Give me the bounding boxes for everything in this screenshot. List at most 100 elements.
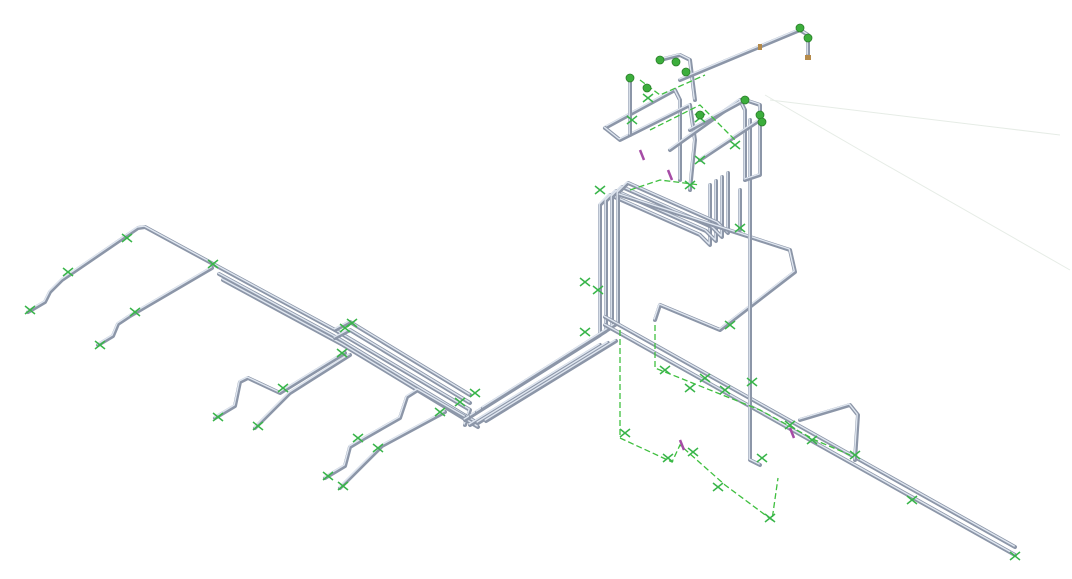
pipe-fitting-icon (684, 383, 696, 393)
valve-icon (795, 23, 805, 33)
pipe-segment (468, 343, 602, 427)
pipe-fitting-icon (619, 428, 631, 438)
pipe-fitting-icon (579, 327, 591, 337)
fitting-stroke (94, 340, 106, 350)
pipe-highlight (484, 339, 616, 421)
fitting-stroke (336, 348, 348, 358)
fitting-stroke (619, 428, 631, 438)
fitting-stroke (212, 412, 224, 422)
valve-icon (803, 33, 813, 43)
pipe-segment (618, 193, 797, 332)
pipe-highlight (798, 403, 858, 460)
pipe-fitting-icon (712, 482, 724, 492)
pipe-segment (698, 118, 762, 162)
fitting-stroke (746, 377, 758, 387)
pipe-fitting-icon (642, 93, 654, 103)
pipe-fitting-icon (784, 420, 796, 430)
fitting-stroke (277, 383, 289, 393)
fitting-stroke (662, 453, 674, 463)
fitting-stroke (62, 267, 74, 277)
fitting-stroke (734, 223, 746, 233)
pipe-highlight (213, 351, 345, 418)
pipe-segment (688, 98, 762, 182)
pipe-highlight (748, 118, 760, 465)
fitting-stroke (434, 407, 446, 417)
fitting-stroke (712, 482, 724, 492)
pipe-highlight (96, 266, 212, 345)
tracer-line (654, 325, 851, 456)
pipe-fitting-icon (806, 435, 818, 445)
pipe-segment (323, 388, 467, 480)
pipe-runs (26, 28, 1017, 557)
pipe-segment (96, 266, 214, 347)
fitting-stroke (724, 320, 736, 330)
pipe-fitting-icon (252, 421, 264, 431)
valve-icon (625, 73, 635, 83)
fitting-stroke (579, 277, 591, 287)
guide-line (769, 99, 1061, 136)
pipe-fitting-icon (687, 447, 699, 457)
pipe-fitting-icon (94, 340, 106, 350)
pipe-fitting-icon (346, 318, 358, 328)
tracer-lines (619, 74, 851, 522)
pipe-fitting-icon (724, 320, 736, 330)
pipe-fitting-icon (372, 443, 384, 453)
pipe-fitting-icon (684, 180, 696, 190)
pipe-fitting-icon (729, 140, 741, 150)
pipe-fitting-icon (906, 495, 918, 505)
fitting-stroke (352, 433, 364, 443)
pipe-fitting-icon (24, 305, 36, 315)
guide-line (764, 94, 1071, 271)
pipe-highlight (658, 53, 695, 100)
fitting-stroke (454, 397, 466, 407)
pipe-highlight (253, 353, 350, 428)
pipe-fitting-icon (592, 285, 604, 295)
pipe-fitting-icon (849, 450, 861, 460)
pipe-segment (338, 410, 447, 490)
fitting-stroke (784, 420, 796, 430)
pipe-fitting-icon (337, 481, 349, 491)
fitting-stroke (207, 259, 219, 269)
valve-icon (655, 55, 665, 65)
fitting-stroke (764, 513, 776, 523)
pipe-fitting-icon (322, 471, 334, 481)
valve-icon (681, 67, 691, 77)
pipe-fitting-icon (662, 453, 674, 463)
valve-icon (757, 117, 767, 127)
pipe-highlight (603, 323, 1015, 555)
pipe-support-icon (666, 169, 674, 181)
fitting-stroke (806, 435, 818, 445)
pipe-fitting-icon (756, 453, 768, 463)
pipe-segment (476, 341, 610, 425)
pipe-support-icon (638, 149, 646, 161)
pipe-fitting-icon (212, 412, 224, 422)
pipe-highlight (698, 118, 760, 160)
pipe-highlight (323, 388, 465, 478)
fitting-stroke (684, 383, 696, 393)
fitting-stroke (121, 233, 133, 243)
fittings (24, 23, 1021, 561)
tracer-line (629, 179, 701, 191)
pipe-highlight (678, 28, 808, 80)
pipe-segment (253, 353, 352, 430)
valve-icon (671, 57, 681, 67)
pipe-segment (484, 339, 618, 423)
pipe-highlight (468, 343, 600, 425)
pipe-segment (213, 351, 347, 420)
fitting-stroke (906, 495, 918, 505)
pipe-fitting-icon (659, 365, 671, 375)
pipe-fitting-icon (277, 383, 289, 393)
tracer-line (639, 74, 706, 96)
pipe-fitting-icon (746, 377, 758, 387)
pipe-highlight (476, 341, 608, 423)
pipe-highlight (26, 225, 470, 425)
pipe-highlight (603, 315, 1015, 547)
pipe-fitting-icon (129, 307, 141, 317)
fitting-stroke (129, 307, 141, 317)
pipe-fitting-icon (352, 433, 364, 443)
pipe-fitting-icon (579, 277, 591, 287)
fitting-stroke (1009, 551, 1021, 561)
valve-icon (642, 83, 652, 93)
